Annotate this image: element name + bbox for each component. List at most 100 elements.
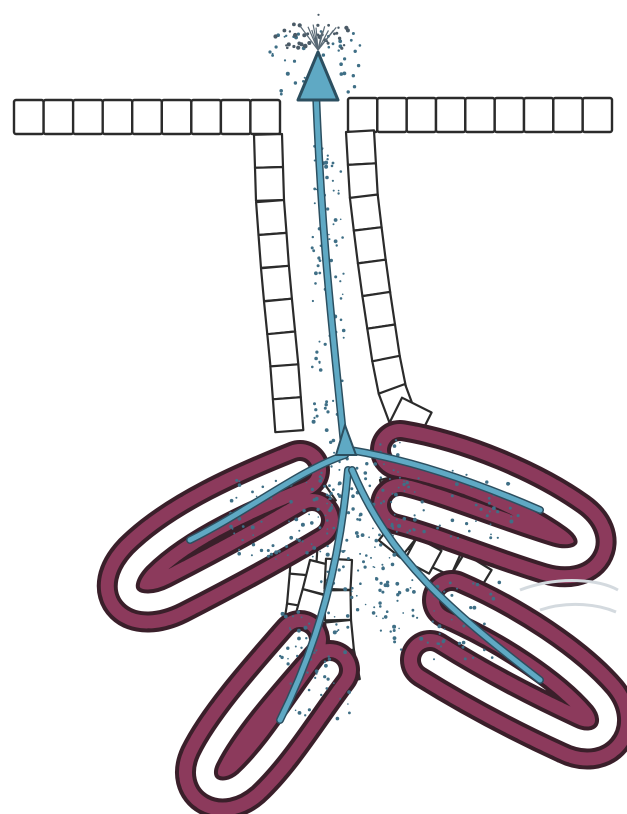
secretion-dot <box>488 497 491 500</box>
secretion-dot <box>343 57 346 60</box>
secretion-dot <box>324 661 326 663</box>
secretion-dot <box>332 162 335 165</box>
secretion-dot <box>356 535 359 538</box>
secretion-dot <box>329 506 333 510</box>
secretion-dot <box>383 500 386 503</box>
release-particle <box>292 23 296 27</box>
secretion-dot <box>286 72 290 76</box>
secretion-dot <box>496 510 499 513</box>
secretion-dot <box>389 557 391 559</box>
secretion-dot <box>509 520 513 524</box>
secretion-dot <box>433 610 435 612</box>
secretion-dot <box>252 543 255 546</box>
secretion-dot <box>333 452 335 454</box>
duct-wall-right <box>346 130 432 437</box>
secretion-dot <box>462 641 466 645</box>
secretion-dot <box>491 656 494 659</box>
faint-arc <box>540 604 616 612</box>
release-particle <box>343 44 345 46</box>
secretion-dot <box>287 658 289 660</box>
secretion-dot <box>413 518 417 522</box>
secretion-dot <box>390 524 393 527</box>
secretion-dot <box>498 581 502 585</box>
secretion-dot <box>336 717 340 721</box>
secretion-dot <box>392 625 396 629</box>
secretion-dot <box>328 484 331 487</box>
release-particle <box>287 42 291 46</box>
secretion-dot <box>313 402 316 405</box>
surface-cell <box>73 100 103 134</box>
secretion-dot <box>332 42 335 45</box>
secretion-dot <box>392 493 394 495</box>
secretion-dot <box>311 246 314 249</box>
secretion-dot <box>340 72 344 76</box>
secretion-dot <box>338 39 342 43</box>
secretion-dot <box>517 514 520 517</box>
secretion-dot <box>300 647 302 649</box>
secretion-dot <box>331 165 334 168</box>
secretion-dot <box>365 604 367 606</box>
secretion-dot <box>314 271 318 275</box>
secretion-dot <box>330 465 332 467</box>
secretion-dot <box>333 190 335 192</box>
secretion-dot <box>237 552 241 556</box>
secretion-dot <box>326 687 329 690</box>
secretion-dot <box>393 469 395 471</box>
secretion-dot <box>348 712 351 715</box>
secretion-dot <box>262 486 265 489</box>
secretion-dot <box>489 536 492 539</box>
secretion-dot <box>327 612 330 615</box>
secretion-dot <box>319 526 322 529</box>
secretion-dot <box>432 620 434 622</box>
secretion-dot <box>375 539 379 543</box>
secretion-dot <box>465 474 467 476</box>
secretion-dot <box>340 219 342 221</box>
secretion-dot <box>369 485 372 488</box>
secretion-dot <box>347 90 350 93</box>
release-particle <box>346 28 350 32</box>
secretion-dot <box>457 537 459 539</box>
secretion-dot <box>407 486 410 489</box>
secretion-dot <box>451 494 454 497</box>
secretion-dot <box>315 649 317 651</box>
acinus-lower-right <box>430 600 608 740</box>
secretion-dot <box>312 300 314 302</box>
secretion-dot <box>286 647 289 650</box>
secretion-dot <box>365 554 368 557</box>
release-particle <box>316 24 319 27</box>
release-particle <box>289 30 291 32</box>
secretion-dot <box>375 577 378 580</box>
secretion-dot <box>280 93 283 96</box>
secretion-dot <box>312 249 315 252</box>
surface-cell <box>132 100 162 134</box>
secretion-dot <box>336 244 338 246</box>
secretion-dot <box>395 439 397 441</box>
secretion-dot <box>451 519 455 523</box>
secretion-dot <box>418 477 420 479</box>
secretion-dot <box>293 60 296 63</box>
secretion-dot <box>345 539 348 542</box>
secretion-dot <box>288 520 290 522</box>
secretion-dot <box>373 566 375 568</box>
secretion-dot <box>403 517 407 521</box>
secretion-dot <box>296 538 298 540</box>
secretion-dot <box>340 297 343 300</box>
secretion-dot <box>325 176 329 180</box>
secretion-dot <box>334 218 338 222</box>
secretion-dot <box>365 462 368 465</box>
surface-cell <box>495 98 524 132</box>
secretion-dot <box>422 530 425 533</box>
secretion-dot <box>380 502 382 504</box>
secretion-dot <box>490 534 492 536</box>
secretion-dot <box>414 491 416 493</box>
secretion-dot <box>326 207 329 210</box>
secretion-dot <box>436 642 438 644</box>
secretion-dot <box>388 519 390 521</box>
secretion-dot <box>416 617 418 619</box>
secretion-dot <box>414 514 416 516</box>
secretion-dot <box>452 470 454 472</box>
secretion-dot <box>320 694 322 696</box>
secretion-dot <box>297 629 301 633</box>
release-particle <box>338 37 341 40</box>
secretion-dot <box>399 442 401 444</box>
